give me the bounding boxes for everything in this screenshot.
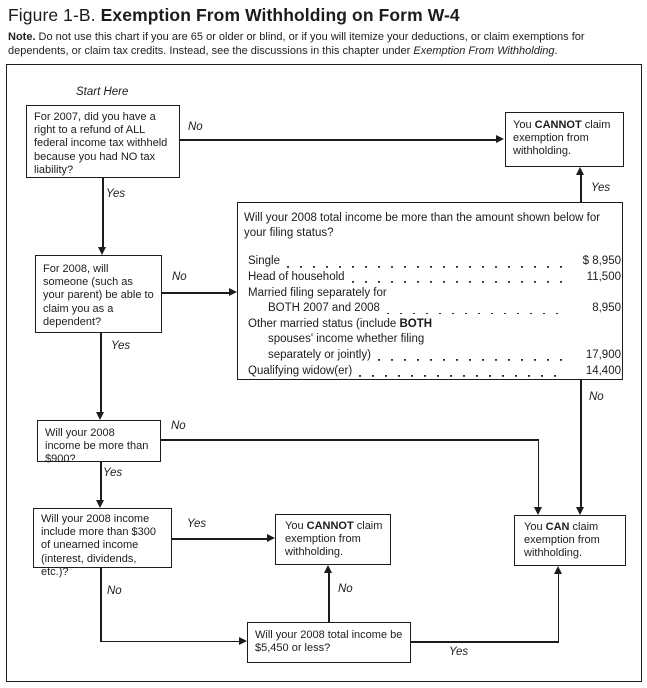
table-row: Head of household 11,500 [248, 269, 621, 285]
q-dependent-2008-box: For 2008, will someone (such as your par… [35, 255, 162, 333]
note-italic-reference: Exemption From Withholding [413, 44, 555, 57]
label-900-yes: Yes [103, 467, 123, 479]
threshold-question: Will your 2008 total income be more than… [244, 212, 601, 239]
table-row: separately or jointly) 17,900 [248, 347, 621, 363]
page-title: Figure 1-B. Exemption From Withholding o… [8, 5, 460, 26]
edge-unearned-no-v [100, 568, 102, 642]
q-income-5450-box: Will your 2008 total income be $5,450 or… [247, 622, 411, 663]
table-row: spouses' income whether filing [248, 331, 621, 347]
label-refund-yes: Yes [106, 188, 126, 200]
edge-5450-no [328, 573, 330, 622]
cannot-top-post: claim exemption from withholding. [513, 119, 611, 158]
edge-threshold-yes [580, 175, 582, 202]
label-900-no: No [171, 420, 186, 432]
can-pre: You [524, 521, 546, 533]
cannot-top-bold: CANNOT [534, 119, 582, 131]
label-5450-yes: Yes [449, 646, 469, 658]
edge-900-no-h [161, 439, 539, 441]
edge-refund-no [180, 139, 497, 141]
label-dependent-no: No [172, 271, 187, 283]
dot-leader [394, 288, 562, 299]
dot-leader [439, 319, 562, 330]
edge-threshold-no [580, 380, 582, 509]
arrowhead-5450-no [324, 565, 332, 573]
label-unearned-yes: Yes [187, 518, 207, 530]
label-threshold-no: No [589, 391, 604, 403]
row-label: Head of household [248, 270, 345, 283]
edge-unearned-yes [172, 538, 269, 540]
cannot-claim-bottom-box: You CANNOT claim exemption from withhold… [275, 514, 391, 565]
dot-leader [359, 365, 562, 377]
row-label: Qualifying widow(er) [248, 364, 353, 377]
row-label: spouses' income whether filing [268, 333, 425, 346]
dot-leader [351, 272, 562, 284]
dot-leader [286, 256, 562, 268]
edge-refund-yes [102, 178, 104, 248]
arrowhead-threshold-no [576, 507, 584, 515]
row-label-bold: BOTH [399, 317, 433, 330]
dot-leader [377, 350, 562, 362]
label-dependent-yes: Yes [111, 340, 131, 352]
edge-5450-yes-v [557, 574, 559, 642]
start-here-label: Start Here [76, 86, 129, 98]
dot-leader [431, 335, 562, 346]
table-row: Married filing separately for [248, 284, 621, 300]
row-label: BOTH 2007 and 2008 [268, 302, 380, 315]
note-label: Note. [8, 31, 36, 43]
cannot-claim-top-box: You CANNOT claim exemption from withhold… [505, 112, 624, 167]
table-row: Other married status (include BOTH [248, 315, 621, 331]
arrowhead-refund-yes [98, 247, 106, 255]
can-post: claim exemption from withholding. [524, 521, 600, 560]
cannot-mid-pre: You [285, 520, 307, 532]
row-value: 11,500 [586, 270, 621, 283]
label-unearned-no: No [107, 585, 122, 597]
edge-dependent-yes [100, 333, 102, 413]
arrowhead-dependent-yes [96, 412, 104, 420]
label-threshold-yes: Yes [591, 182, 611, 194]
q-refund-2007-box: For 2007, did you have a right to a refu… [26, 105, 180, 178]
cannot-top-pre: You [513, 119, 535, 131]
edge-900-no-v [537, 439, 539, 509]
row-label: Married filing separately for [248, 286, 387, 299]
arrowhead-900-yes [96, 500, 104, 508]
edge-unearned-no-h [100, 640, 240, 642]
cannot-mid-bold: CANNOT [306, 520, 354, 532]
can-claim-box: You CAN claim exemption from withholding… [514, 515, 626, 566]
row-value: $ 8,950 [582, 255, 621, 268]
note-text: Note. Do not use this chart if you are 6… [8, 31, 642, 58]
row-label-pre: Other married status (include [248, 317, 400, 330]
table-row: BOTH 2007 and 2008 8,950 [248, 300, 621, 316]
arrowhead-threshold-yes [576, 167, 584, 175]
arrowhead-900-no [534, 507, 542, 515]
edge-5450-yes-h [411, 641, 559, 643]
label-5450-no: No [338, 583, 353, 595]
can-bold: CAN [545, 521, 570, 533]
cannot-mid-post: claim exemption from withholding. [285, 520, 383, 559]
row-label: Single [248, 255, 280, 268]
note-body: Do not use this chart if you are 65 or o… [8, 31, 585, 57]
arrowhead-5450-yes [554, 566, 562, 574]
arrowhead-unearned-no [239, 637, 247, 645]
table-row: Qualifying widow(er) 14,400 [248, 362, 621, 378]
arrowhead-dependent-no [229, 288, 237, 296]
figure-number: Figure 1-B. [8, 5, 96, 25]
filing-status-table: Single $ 8,950 Head of household 11,500 … [238, 253, 622, 378]
edge-900-yes [100, 462, 102, 503]
row-label: separately or jointly) [268, 348, 371, 361]
label-refund-no: No [188, 121, 203, 133]
figure-title: Exemption From Withholding on Form W-4 [100, 5, 460, 25]
row-label: Other married status (include BOTH [248, 318, 432, 331]
dot-leader [386, 303, 562, 315]
arrowhead-refund-no [496, 135, 504, 143]
note-suffix: . [554, 44, 558, 57]
q-income-900-box: Will your 2008 income be more than $900? [37, 420, 161, 465]
row-value: 17,900 [585, 348, 621, 361]
table-row: Single $ 8,950 [248, 253, 621, 269]
edge-dependent-no [162, 292, 230, 294]
row-value: 14,400 [585, 364, 621, 377]
arrowhead-unearned-yes [267, 534, 275, 542]
row-value: 8,950 [592, 302, 621, 315]
income-threshold-box: Will your 2008 total income be more than… [237, 202, 623, 380]
q-unearned-300-box: Will your 2008 income include more than … [33, 508, 172, 578]
